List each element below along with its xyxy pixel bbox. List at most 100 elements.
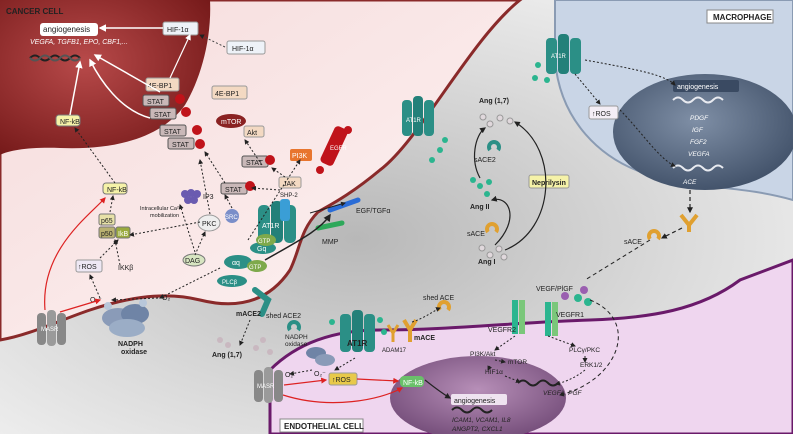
mac-gene-4: VEGFA [688,151,710,158]
nadph-cancer-2: oxidase [121,349,147,356]
neprilysin-label: Neprilysin [532,180,566,187]
vegf-plgf-label: VEGF/PlGF [536,286,573,293]
pi3k-label: PI3K [292,153,308,160]
ikkb-label: IKKβ [118,265,133,272]
mac-gene-2: IGF [692,127,704,134]
masr-endo-label: MASR [257,384,275,390]
ang2-peptides [470,177,492,197]
masr-endo [254,367,283,403]
mace-label: mACE [414,335,435,342]
plc-label: PLCβ [222,280,238,286]
mac-angiogenesis: angiogenesis [677,84,719,91]
adam17-shape [386,324,400,342]
pkc-label: PKC [202,221,216,228]
nadph-endo-2: oxidase [285,341,308,348]
ang2-label: Ang II [470,204,489,211]
p50-label: p50 [101,231,113,238]
4ebp1-nucleus: 4E-BP1 [148,83,172,90]
nfkb-cytoplasm: NF-kB [107,187,127,194]
mmp-shape [315,220,345,231]
nadph-oxidase-endo [306,347,335,366]
mac-dna-top [672,96,724,104]
at1r-endothelial [340,310,375,352]
endo-angiogenesis: angiogenesis [454,398,496,405]
endo-dna-top [517,379,559,387]
vegfr1-receptor [545,302,558,336]
egfr-receptor [320,126,348,166]
egf-label: EGF/TGFα [356,208,390,215]
egfr-label: EGFR [330,146,347,152]
pi3k-akt-label: PI3K/Akt [470,351,495,358]
mace2-label: mACE2 [236,311,261,318]
o2-endo: O₂ [285,372,293,379]
stat-nuc-1: STAT [147,99,165,106]
cancer-angiogenesis-label: angiogenesis [43,25,90,34]
mace-shape [402,318,418,342]
macrophage-title: MACROPHAGE [713,13,772,22]
cancer-cell-title: CANCER CELL [6,7,63,16]
mac-gene-1: PDGF [690,115,709,122]
masr-cancer [37,310,66,346]
stat-cyt-3: STAT [246,160,264,167]
endo-genes-1: ICAM1, VCAM1, IL8 [452,417,511,424]
ang17-cancer-label: Ang (1,7) [212,352,242,359]
cancer-genes-label: VEGFA, TGFB1, EPO, CBF1,... [30,39,128,46]
ang17-peptides-cancer [217,337,273,355]
gaq-label: αq [232,260,240,267]
ip3-cluster [181,189,201,204]
gq-label: Gq [257,246,266,253]
ikb-label: IkB [118,231,128,238]
4ebp1-cytoplasm: 4E-BP1 [215,91,239,98]
mac-sace-label: sACE [624,239,642,246]
mac-dna-bottom [672,164,724,172]
shed-ace2-label: shed ACE2 [266,313,301,320]
macrophage-nucleus [613,74,793,190]
ca-mob-2: mobilization [150,213,179,219]
jak-label: JAK [283,181,296,188]
plcg-pkc-label: PLCγ/PKC [569,347,600,354]
endo-genes-2: ANGPT2, CXCL1 [451,426,503,433]
at1r-macrophage [546,34,581,74]
endothelial-title: ENDOTHELIAL CELL [284,422,364,431]
hif1a-mid: HIF-1α [232,46,254,53]
p65-label: p65 [101,218,113,225]
vegfr1-label: VEGFR1 [556,312,584,319]
hif1a-top: HIF-1α [167,27,189,34]
nfkb-nucleus: NF-kB [60,119,80,126]
vegfr2-receptor [512,300,525,334]
ang1-label: Ang I [478,259,496,266]
stat-cyt-2: STAT [172,142,190,149]
adam17-label: ADAM17 [382,348,407,354]
at1r-cancer-label: AT1R [262,223,279,230]
endo-dna-bottom [451,406,493,414]
vegfr2-label: VEGFR2 [488,327,516,334]
at1r-endo-label: AT1R [347,339,368,348]
mac-gene-3: FGF2 [690,139,707,146]
src-label: SRC [225,215,238,221]
mtor-label: mTOR [221,119,241,126]
mmp-label: MMP [322,239,339,246]
dag-label: DAG [185,258,200,265]
ros-macrophage: ↑ROS [592,111,611,118]
stat-cyt-4: STAT [225,187,243,194]
shed-ace-label: shed ACE [423,295,454,302]
gtp-b: GTP [249,265,261,271]
at1r-upper-label: AT1R [406,118,422,124]
nadph-cancer-1: NADPH [118,341,143,348]
ang1-peptides [478,244,508,261]
nfkb-endo: NF-kB [403,380,423,387]
erk-label: ERK1/2 [580,362,603,369]
ang17-ras-label: Ang (1,7) [479,98,509,105]
akt-label: Akt [247,130,257,137]
shp2-label: SHP-2 [280,193,298,199]
at1r-macrophage-label: AT1R [551,54,567,60]
ip3-label: IP3 [203,194,214,201]
mtor-endo-label: mTOR [508,359,527,366]
nadph-endo-1: NADPH [285,334,308,341]
nadph-oxidase-cancer [102,299,149,337]
o2-cancer: O₂ [162,295,170,302]
hif1a-endo-label: HIF1α [485,369,503,376]
ang17-peptides-ras [479,113,514,128]
o2minus-endo: O₂⁻ [314,371,326,378]
